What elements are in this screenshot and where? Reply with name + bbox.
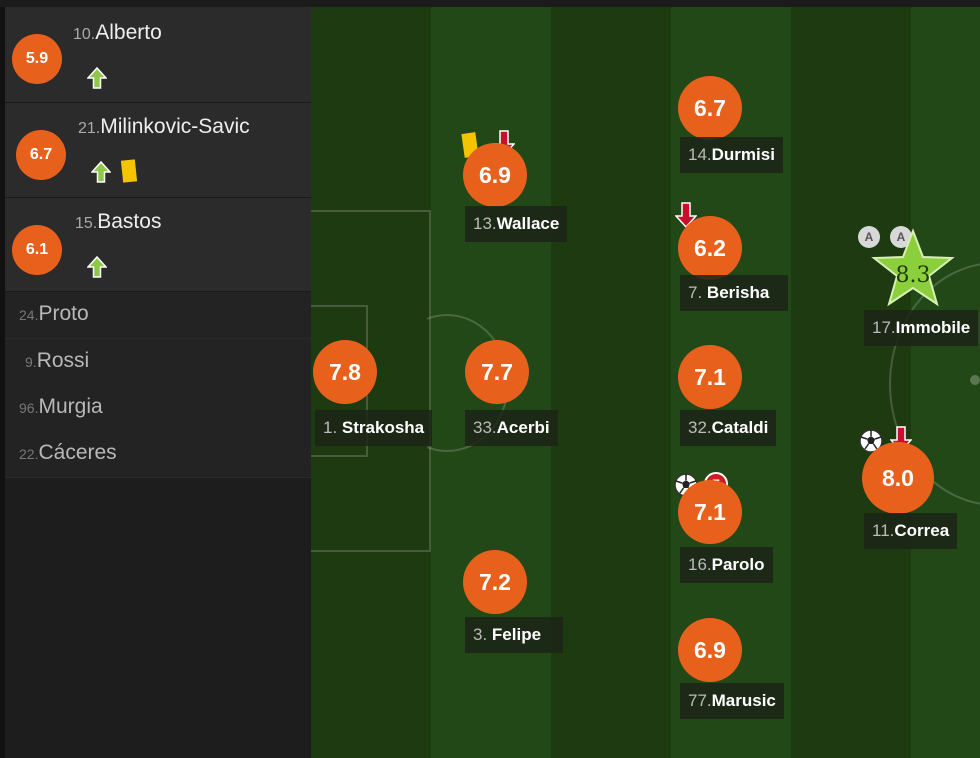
player-name: 96.Murgia	[19, 395, 103, 418]
bench-row[interactable]: 24.Proto	[5, 292, 311, 339]
assist-badge: A	[890, 226, 912, 248]
rating-badge[interactable]: 8.0	[862, 442, 934, 514]
assist-badge: A	[858, 226, 880, 248]
substitute-row[interactable]: 5.9 10.Alberto	[5, 7, 311, 103]
player-name: 15.Bastos	[75, 210, 162, 233]
rating-badge[interactable]: 7.7	[465, 340, 529, 404]
sub-in-arrow-icon	[87, 67, 107, 89]
player-label[interactable]: 1. Strakosha	[315, 410, 433, 446]
substitutes-panel: 5.9 10.Alberto 6.7 21.Milinkovic-Savic 6…	[5, 7, 311, 758]
rating-badge[interactable]: 6.9	[678, 618, 742, 682]
pitch	[311, 7, 980, 758]
rating-badge[interactable]: 6.2	[678, 216, 742, 280]
top-bar	[0, 0, 980, 7]
rating-badge: 6.7	[16, 130, 66, 180]
player-label[interactable]: 11.Correa	[864, 513, 958, 549]
bench-row[interactable]: 22.Cáceres	[5, 431, 311, 478]
substitute-row[interactable]: 6.7 21.Milinkovic-Savic	[5, 103, 311, 198]
player-label[interactable]: 32.Cataldi	[680, 410, 777, 446]
rating-badge: 6.1	[12, 225, 62, 275]
player-label[interactable]: 33.Acerbi	[465, 410, 558, 446]
rating-badge: 5.9	[12, 34, 62, 84]
player-name: 21.Milinkovic-Savic	[78, 115, 250, 138]
bench-row[interactable]: 9.Rossi	[5, 339, 311, 386]
player-label[interactable]: 14.Durmisi	[680, 137, 783, 173]
yellow-card-icon	[120, 159, 138, 183]
player-name: 24.Proto	[19, 302, 89, 325]
player-label[interactable]: 7. Berisha	[680, 275, 788, 311]
rating-badge[interactable]: 7.1	[678, 345, 742, 409]
substitute-row[interactable]: 6.1 15.Bastos	[5, 198, 311, 292]
player-name: 22.Cáceres	[19, 441, 117, 464]
rating-badge[interactable]: 6.7	[678, 76, 742, 140]
bench-row[interactable]: 96.Murgia	[5, 385, 311, 432]
player-label[interactable]: 77.Marusic	[680, 683, 784, 719]
sub-in-arrow-icon	[91, 161, 111, 183]
rating-badge[interactable]: 7.8	[313, 340, 377, 404]
sub-in-arrow-icon	[87, 256, 107, 278]
man-of-the-match-star-icon[interactable]	[870, 228, 956, 308]
player-name: 10.Alberto	[73, 21, 162, 44]
player-label[interactable]: 17.Immobile	[864, 310, 979, 346]
rating-badge[interactable]: 6.9	[463, 143, 527, 207]
player-label[interactable]: 3. Felipe	[465, 617, 563, 653]
center-spot	[970, 375, 980, 385]
goal-ball-icon	[859, 429, 883, 453]
rating-badge[interactable]: 7.2	[463, 550, 527, 614]
player-name: 9.Rossi	[25, 349, 90, 372]
rating-badge[interactable]: 7.1	[678, 480, 742, 544]
player-label[interactable]: 13.Wallace	[465, 206, 568, 242]
player-label[interactable]: 16.Parolo	[680, 547, 773, 583]
star-rating: 8.3	[895, 263, 931, 288]
